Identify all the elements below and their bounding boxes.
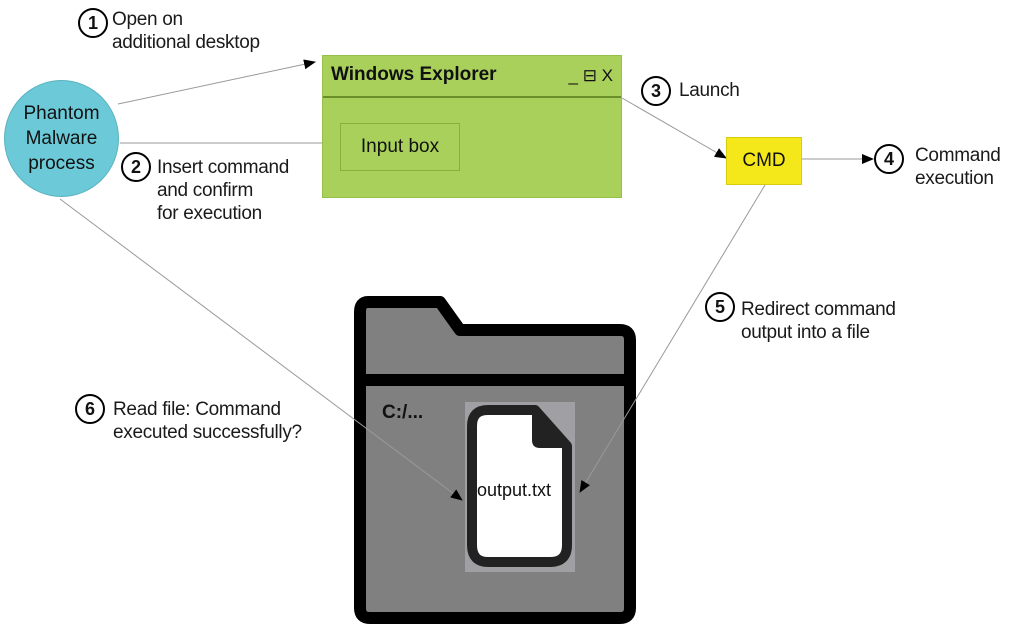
step-5-badge: 5 xyxy=(705,292,735,322)
step-3-badge: 3 xyxy=(641,76,671,106)
arrow-step-5 xyxy=(579,184,766,493)
arrow-step-6 xyxy=(59,198,463,501)
windows-explorer-window: Windows Explorer _ ⊟ X Input box xyxy=(322,55,622,198)
malware-line-1: Phantom xyxy=(23,103,100,124)
step-1-badge: 1 xyxy=(78,8,108,38)
window-title: Windows Explorer xyxy=(331,64,497,85)
step-6-badge: 6 xyxy=(75,394,105,424)
arrow-step-3 xyxy=(621,97,727,159)
cmd-node: CMD xyxy=(726,137,802,185)
malware-line-2: Malware xyxy=(25,128,98,149)
folder-path: C:/... xyxy=(382,402,424,423)
title-separator xyxy=(323,96,621,98)
step-2-badge: 2 xyxy=(121,152,151,182)
arrow-step-1 xyxy=(117,59,316,105)
file-icon xyxy=(467,405,572,567)
window-controls: _ ⊟ X xyxy=(568,66,613,85)
step-4-badge: 4 xyxy=(874,144,904,174)
input-box: Input box xyxy=(340,123,460,171)
step-3-label: Launch xyxy=(679,80,740,101)
malware-line-3: process xyxy=(28,153,95,174)
file-name: output.txt xyxy=(477,480,552,500)
